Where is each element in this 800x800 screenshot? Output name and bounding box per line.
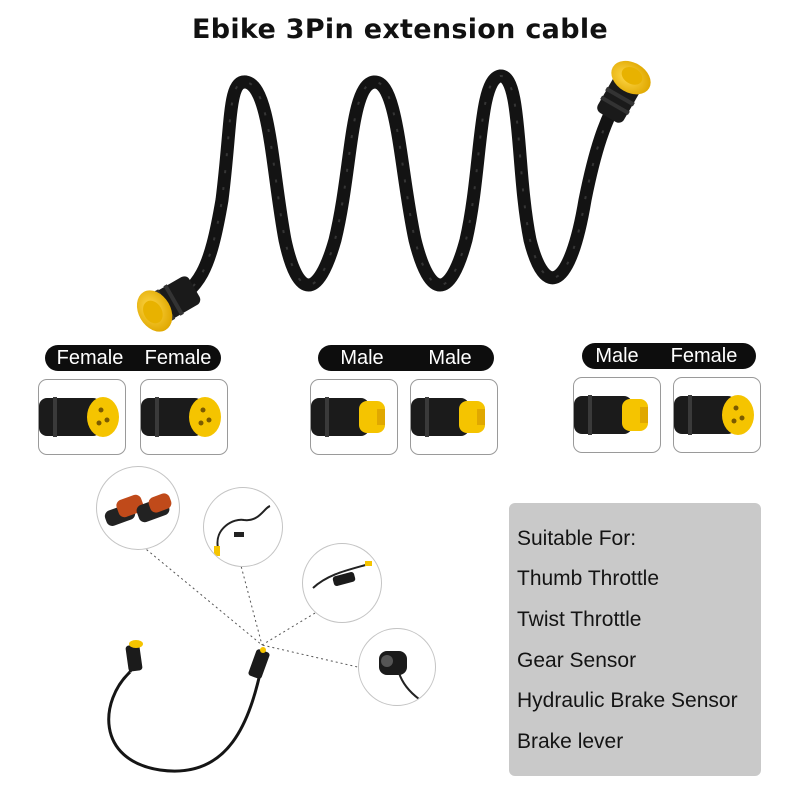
label-bar: Female Female xyxy=(45,345,221,371)
panel-heading: Suitable For: xyxy=(517,527,637,550)
label-bar: Male Female xyxy=(582,343,756,369)
panel-item: Brake lever xyxy=(517,730,624,753)
male-connector-tile xyxy=(573,377,661,453)
male-connector-tile xyxy=(410,379,498,455)
suitable-for-panel: Suitable For: Thumb Throttle Twist Throt… xyxy=(509,503,761,776)
left-label: Male xyxy=(340,346,384,369)
right-label: Male xyxy=(428,346,472,369)
gear-sensor-bubble xyxy=(302,543,382,623)
coiled-cable-image xyxy=(136,60,651,332)
female-connector-tile xyxy=(673,377,761,453)
label-bar: Male Male xyxy=(318,345,494,371)
panel-item: Hydraulic Brake Sensor xyxy=(517,689,738,712)
gear-sensor-icon xyxy=(312,561,372,589)
male-connector-tile xyxy=(310,379,398,455)
right-label: Female xyxy=(670,344,738,367)
left-label: Female xyxy=(56,346,124,369)
left-label: Male xyxy=(595,344,639,367)
female-connector-tile xyxy=(38,379,126,455)
panel-item: Gear Sensor xyxy=(517,649,637,672)
female-connector-tile xyxy=(140,379,228,455)
page-title: Ebike 3Pin extension cable xyxy=(191,14,608,45)
twist-throttle-icon xyxy=(104,493,172,526)
right-label: Female xyxy=(144,346,212,369)
panel-item: Twist Throttle xyxy=(517,608,642,631)
cable-icon xyxy=(214,505,271,556)
cable-bubble xyxy=(203,487,283,567)
thumb-throttle-icon xyxy=(379,651,420,700)
twist-throttle-bubble xyxy=(96,466,180,550)
panel-item: Thumb Throttle xyxy=(517,567,660,590)
thumb-throttle-bubble xyxy=(358,628,436,706)
